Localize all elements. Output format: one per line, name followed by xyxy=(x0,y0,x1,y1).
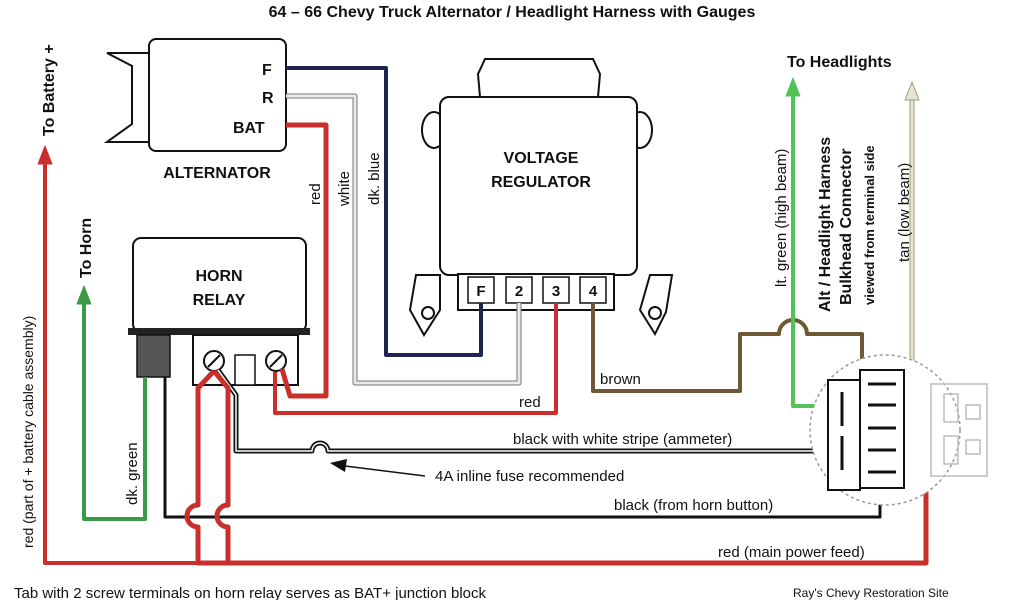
label-red-alt: red xyxy=(307,183,324,205)
connector-label-line2: Bulkhead Connector xyxy=(838,149,855,305)
connector-label-line3: viewed from terminal side xyxy=(862,145,877,305)
label-dk-blue: dk. blue xyxy=(366,152,383,205)
label-brown: brown xyxy=(600,371,641,388)
regulator-label-line2: REGULATOR xyxy=(491,174,591,191)
alternator-label: ALTERNATOR xyxy=(163,165,271,182)
horn-relay-label-line1: HORN xyxy=(195,268,242,285)
to-headlights-label: To Headlights xyxy=(787,54,892,71)
arrow-dk-green xyxy=(76,285,92,305)
diagram-title: 64 – 66 Chevy Truck Alternator / Headlig… xyxy=(269,4,756,21)
voltage-regulator: VOLTAGE REGULATOR F 2 3 4 xyxy=(408,58,674,337)
wire-white xyxy=(286,94,521,385)
screw-terminal-right xyxy=(265,350,287,372)
wire-red-reg xyxy=(273,303,558,415)
label-dk-green: dk. green xyxy=(124,442,141,505)
alternator: F R BAT ALTERNATOR xyxy=(103,38,287,182)
label-horn-button: black (from horn button) xyxy=(614,497,773,514)
arrow-tan xyxy=(904,81,920,101)
label-red-reg: red xyxy=(519,394,541,411)
horn-relay: HORN RELAY xyxy=(128,237,310,386)
horn-relay-label-line2: RELAY xyxy=(193,292,246,309)
wires xyxy=(37,66,929,566)
wire-dk-green xyxy=(82,300,147,521)
label-battery-cable: red (part of + battery cable assembly) xyxy=(20,316,36,548)
wire-red-main-2 xyxy=(212,369,231,563)
footer-note: Tab with 2 screw terminals on horn relay… xyxy=(14,585,487,600)
alternator-terminal-r: R xyxy=(262,90,274,107)
wire-red-alt xyxy=(279,122,329,399)
label-low-beam: tan (low beam) xyxy=(896,163,913,262)
label-fuse-note: 4A inline fuse recommended xyxy=(435,468,624,485)
fuse-note-arrow xyxy=(330,459,426,477)
wire-red-main xyxy=(184,369,929,566)
regulator-terminal-3: 3 xyxy=(552,283,560,300)
wire-dk-blue xyxy=(286,66,483,357)
alternator-terminal-bat: BAT xyxy=(233,120,265,137)
label-main-feed: red (main power feed) xyxy=(718,544,865,561)
label-ammeter: black with white stripe (ammeter) xyxy=(513,431,732,448)
label-high-beam: lt. green (high beam) xyxy=(773,149,790,287)
footer-credit: Ray's Chevy Restoration Site xyxy=(793,586,949,600)
connector-label-line1: Alt / Headlight Harness xyxy=(817,137,834,312)
alternator-terminal-f: F xyxy=(262,62,272,79)
bulkhead-connector xyxy=(809,354,988,506)
label-white: white xyxy=(336,171,353,207)
arrow-red-battery xyxy=(37,145,53,165)
to-horn-label: To Horn xyxy=(78,218,95,278)
to-battery-label: To Battery + xyxy=(41,44,58,136)
regulator-terminal-2: 2 xyxy=(515,283,523,300)
wire-ammeter-stripe xyxy=(217,369,836,452)
regulator-label-line1: VOLTAGE xyxy=(504,150,579,167)
wire-brown xyxy=(591,303,864,393)
regulator-terminal-f: F xyxy=(476,283,485,300)
arrow-lt-green xyxy=(785,77,801,97)
wire-red-battery xyxy=(43,160,198,565)
screw-terminal-left xyxy=(203,350,225,372)
regulator-terminal-4: 4 xyxy=(589,283,598,300)
